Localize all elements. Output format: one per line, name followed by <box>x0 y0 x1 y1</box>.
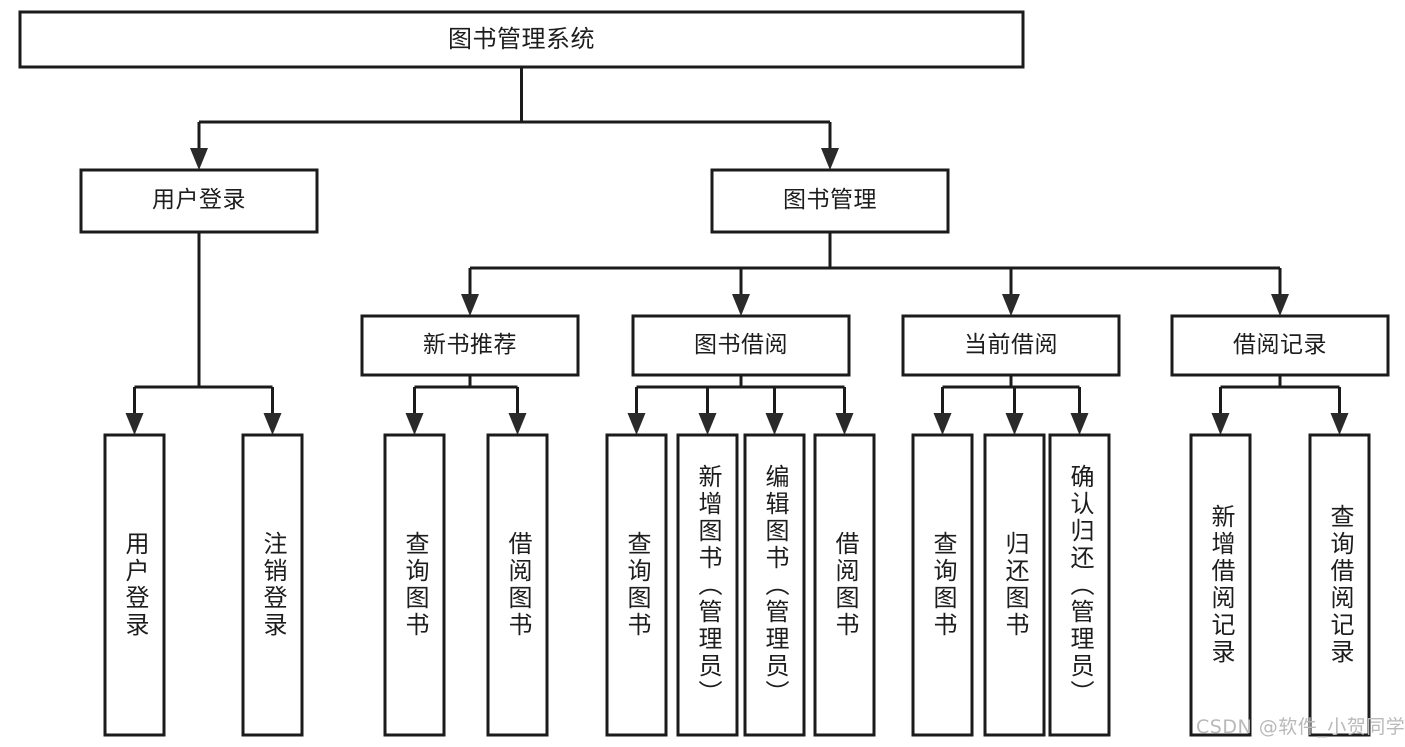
arrow-leaf-query-book-rec <box>405 413 424 435</box>
node-box-leaf-query-record[interactable] <box>1308 433 1371 737</box>
node-box-leaf-add-record[interactable] <box>1189 433 1252 737</box>
node-box-leaf-confirm-return[interactable] <box>1048 433 1111 737</box>
csdn-watermark: CSDN @软件_小贺同学 <box>1196 716 1405 738</box>
arrow-leaf-query-record <box>1330 413 1349 435</box>
arrow-book-borrow <box>732 294 750 316</box>
node-box-leaf-query-book-rec[interactable] <box>383 433 446 737</box>
node-box-layer <box>18 10 1390 737</box>
node-box-new-book-rec[interactable] <box>360 314 580 377</box>
arrow-leaf-logout <box>263 413 282 435</box>
node-box-borrow-record[interactable] <box>1170 314 1390 377</box>
arrow-leaf-query-book-cur <box>933 413 952 435</box>
arrow-leaf-confirm-return <box>1070 413 1089 435</box>
node-box-root[interactable] <box>18 10 1025 69</box>
arrow-leaf-add-book <box>698 413 717 435</box>
node-box-user-login[interactable] <box>79 168 319 234</box>
connector-layer <box>125 67 1349 435</box>
arrow-current-borrow <box>1002 294 1020 316</box>
node-box-leaf-return-book[interactable] <box>983 433 1046 737</box>
arrow-leaf-add-record <box>1211 413 1230 435</box>
node-box-leaf-logout[interactable] <box>241 433 304 737</box>
arrow-new-book-rec <box>461 294 479 316</box>
node-box-leaf-add-book[interactable] <box>676 433 739 737</box>
node-box-book-manage[interactable] <box>710 168 950 234</box>
arrow-user-login <box>190 148 208 170</box>
arrow-leaf-query-book-borrow <box>627 413 646 435</box>
arrow-leaf-return-book <box>1005 413 1024 435</box>
node-box-leaf-user-login[interactable] <box>103 433 166 737</box>
node-box-book-borrow[interactable] <box>631 314 851 377</box>
arrow-leaf-borrow-book <box>835 413 854 435</box>
node-box-leaf-borrow-book-rec[interactable] <box>486 433 549 737</box>
arrow-leaf-user-login <box>125 413 144 435</box>
arrow-leaf-edit-book <box>765 413 784 435</box>
arrow-leaf-borrow-book-rec <box>508 413 527 435</box>
arrow-book-manage <box>821 148 839 170</box>
node-box-current-borrow[interactable] <box>901 314 1121 377</box>
node-box-leaf-query-book-borrow[interactable] <box>605 433 668 737</box>
node-box-leaf-edit-book[interactable] <box>743 433 806 737</box>
node-box-leaf-borrow-book[interactable] <box>813 433 876 737</box>
node-box-leaf-query-book-cur[interactable] <box>911 433 974 737</box>
arrow-borrow-record <box>1271 294 1289 316</box>
